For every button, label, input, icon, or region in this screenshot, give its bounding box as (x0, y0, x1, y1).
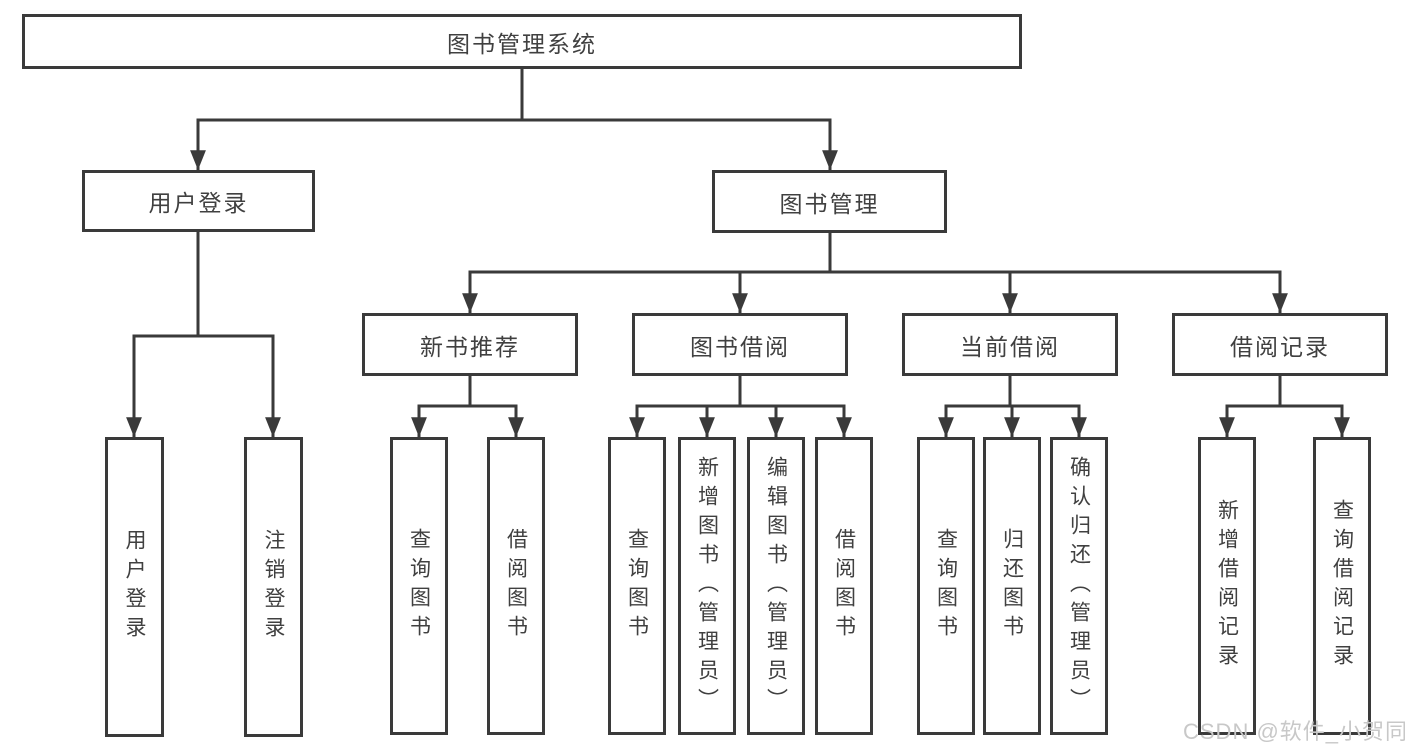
leaf-current-return-books: 归还图书 (983, 437, 1041, 735)
node-borrow-records-label: 借阅记录 (1230, 333, 1330, 360)
leaf-current-query-books-label: 查询图书 (934, 528, 958, 644)
node-new-book-recommend: 新书推荐 (362, 313, 578, 376)
node-current-borrow: 当前借阅 (902, 313, 1118, 376)
leaf-records-add-record-label: 新增借阅记录 (1215, 499, 1239, 673)
leaf-newrec-borrow-books-label: 借阅图书 (504, 528, 528, 644)
leaf-newrec-query-books: 查询图书 (390, 437, 448, 735)
node-book-borrow: 图书借阅 (632, 313, 848, 376)
node-borrow-records: 借阅记录 (1172, 313, 1388, 376)
leaf-newrec-borrow-books: 借阅图书 (487, 437, 545, 735)
node-user-login-label: 用户登录 (148, 190, 249, 216)
leaf-newrec-query-books-label: 查询图书 (407, 528, 431, 644)
leaf-user-login-label: 用户登录 (123, 529, 147, 645)
leaf-borrow-edit-books-admin-label: 编辑图书（管理员） (764, 455, 788, 717)
leaf-borrow-add-books-admin-label: 新增图书（管理员） (695, 455, 719, 717)
node-new-book-recommend-label: 新书推荐 (420, 333, 520, 360)
node-root: 图书管理系统 (22, 14, 1022, 69)
node-book-borrow-label: 图书借阅 (690, 333, 790, 360)
leaf-records-query-record-label: 查询借阅记录 (1330, 499, 1354, 673)
leaf-records-add-record: 新增借阅记录 (1198, 437, 1256, 735)
leaf-borrow-query-books: 查询图书 (608, 437, 666, 735)
leaf-current-confirm-return-admin-label: 确认归还（管理员） (1067, 455, 1091, 717)
leaf-borrow-borrow-books: 借阅图书 (815, 437, 873, 735)
leaf-logout-login-label: 注销登录 (262, 529, 286, 645)
leaf-logout-login: 注销登录 (244, 437, 303, 737)
leaf-borrow-borrow-books-label: 借阅图书 (832, 528, 856, 644)
leaf-borrow-edit-books-admin: 编辑图书（管理员） (747, 437, 805, 735)
leaf-current-query-books: 查询图书 (917, 437, 975, 735)
leaf-current-confirm-return-admin: 确认归还（管理员） (1050, 437, 1108, 735)
connector-trunks (132, 68, 1344, 408)
leaf-borrow-add-books-admin: 新增图书（管理员） (678, 437, 736, 735)
leaf-borrow-query-books-label: 查询图书 (625, 528, 649, 644)
watermark-text: CSDN @软件_小贺同学 (1183, 719, 1405, 744)
node-current-borrow-label: 当前借阅 (960, 333, 1060, 360)
node-book-management-label: 图书管理 (779, 190, 880, 217)
leaf-user-login: 用户登录 (105, 437, 164, 737)
node-user-login: 用户登录 (82, 170, 315, 232)
node-book-management: 图书管理 (712, 170, 947, 233)
leaf-current-return-books-label: 归还图书 (1000, 528, 1024, 644)
connector-arrows (126, 120, 1350, 437)
leaf-records-query-record: 查询借阅记录 (1313, 437, 1371, 735)
node-root-label: 图书管理系统 (447, 30, 597, 57)
